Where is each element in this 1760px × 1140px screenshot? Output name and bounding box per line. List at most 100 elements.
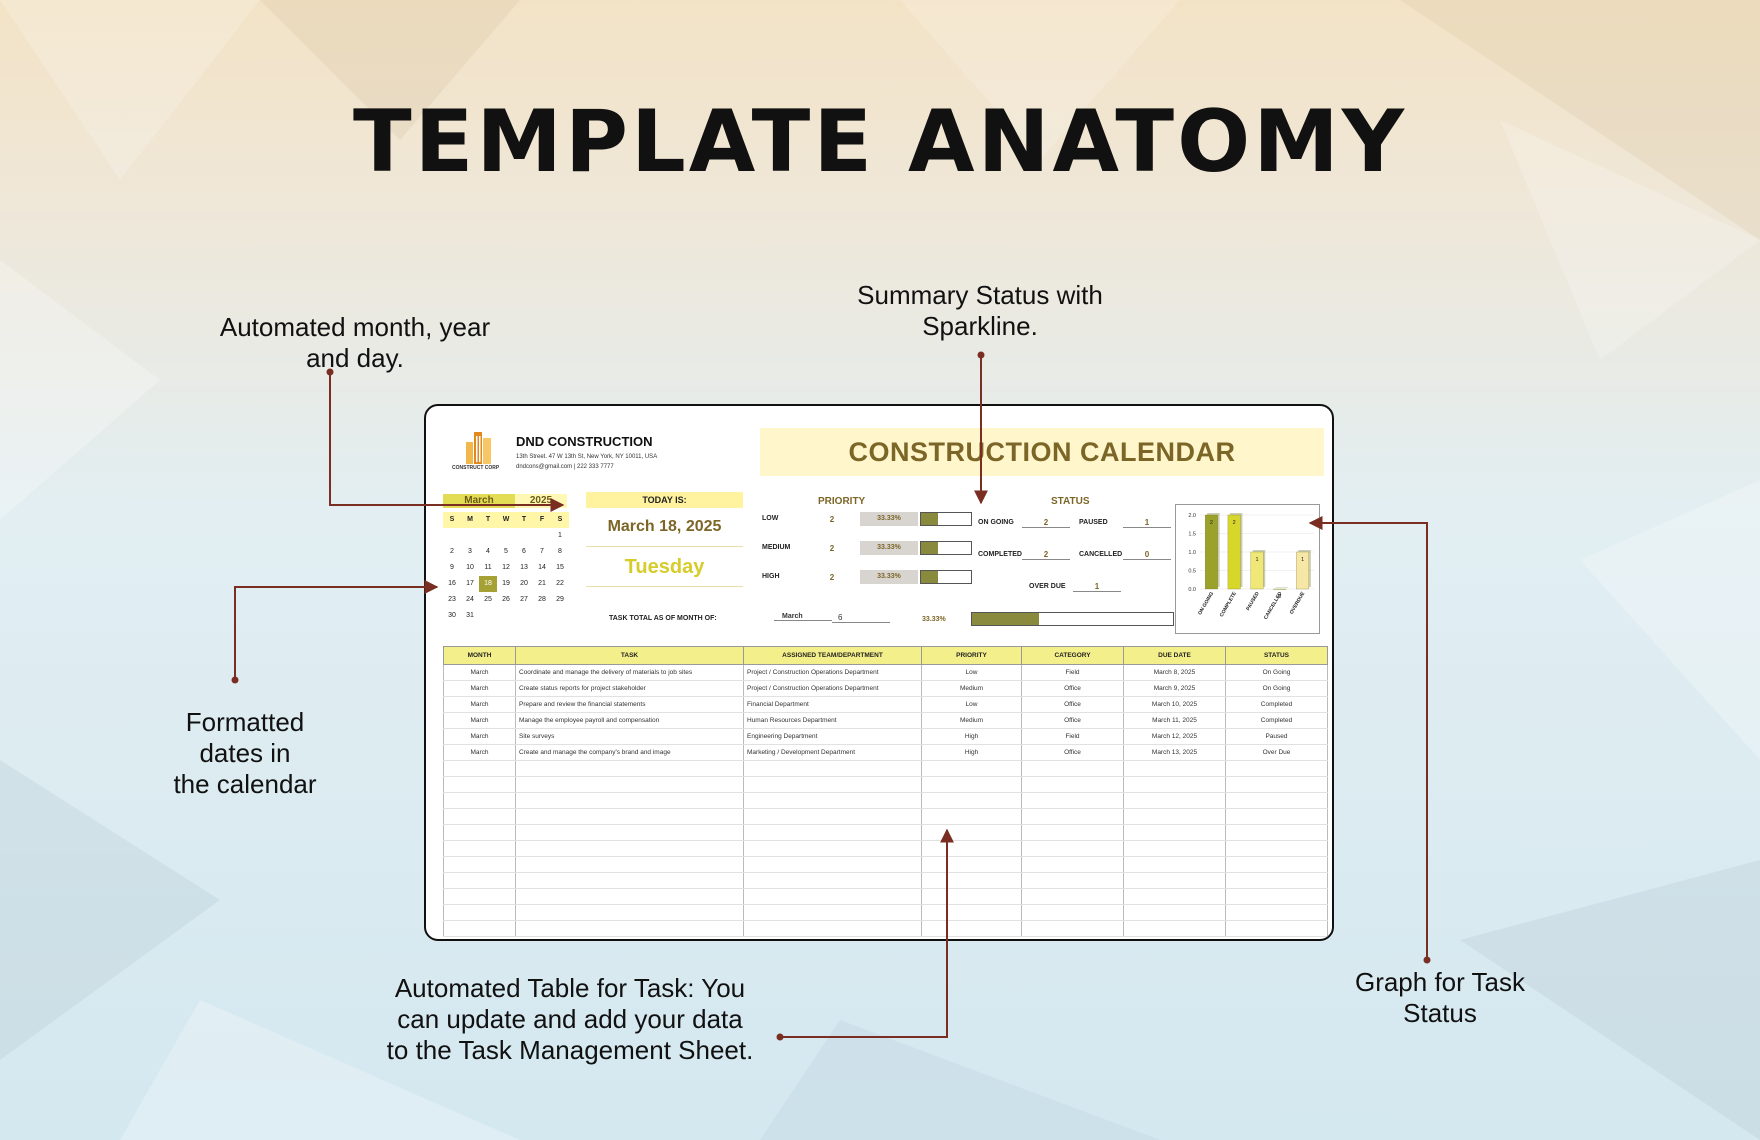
table-cell[interactable] <box>515 808 744 825</box>
table-cell[interactable]: Medium <box>921 712 1022 729</box>
table-cell[interactable] <box>1225 904 1328 921</box>
calendar-day[interactable]: 27 <box>520 596 528 603</box>
table-cell[interactable] <box>921 888 1022 905</box>
calendar-day[interactable]: 24 <box>466 596 474 603</box>
calendar-day[interactable] <box>533 528 551 544</box>
table-cell[interactable] <box>515 904 744 921</box>
table-cell[interactable] <box>921 872 1022 889</box>
table-cell[interactable] <box>921 824 1022 841</box>
table-cell[interactable]: March <box>443 664 516 681</box>
calendar-day[interactable]: 26 <box>502 596 510 603</box>
table-cell[interactable]: Field <box>1021 728 1124 745</box>
table-cell[interactable]: On Going <box>1225 664 1328 681</box>
table-cell[interactable] <box>515 824 744 841</box>
table-cell[interactable] <box>921 776 1022 793</box>
table-cell[interactable] <box>1123 808 1226 825</box>
table-cell[interactable] <box>1123 760 1226 777</box>
table-cell[interactable]: March 12, 2025 <box>1123 728 1226 745</box>
table-row-empty[interactable] <box>443 840 1328 857</box>
calendar-day[interactable]: 17 <box>466 580 474 587</box>
table-cell[interactable] <box>1123 840 1226 857</box>
table-cell[interactable]: Paused <box>1225 728 1328 745</box>
table-cell[interactable]: Human Resources Department <box>743 712 922 729</box>
calendar-day[interactable]: 19 <box>502 580 510 587</box>
table-cell[interactable] <box>743 808 922 825</box>
table-cell[interactable]: Field <box>1021 664 1124 681</box>
column-header[interactable]: MONTH <box>443 646 516 665</box>
table-row-empty[interactable] <box>443 904 1328 921</box>
table-cell[interactable] <box>443 824 516 841</box>
table-cell[interactable] <box>1225 808 1328 825</box>
column-header[interactable]: PRIORITY <box>921 646 1022 665</box>
table-row-empty[interactable] <box>443 792 1328 809</box>
calendar-day[interactable] <box>479 608 497 624</box>
table-cell[interactable]: Create and manage the company's brand an… <box>515 744 744 761</box>
table-cell[interactable]: March 13, 2025 <box>1123 744 1226 761</box>
table-cell[interactable]: Office <box>1021 696 1124 713</box>
table-cell[interactable] <box>743 872 922 889</box>
table-cell[interactable] <box>1021 760 1124 777</box>
calendar-month[interactable]: March <box>443 494 515 508</box>
calendar-day[interactable]: 11 <box>484 564 492 571</box>
table-cell[interactable] <box>443 792 516 809</box>
table-cell[interactable] <box>1021 856 1124 873</box>
calendar-day[interactable]: 7 <box>540 548 544 555</box>
calendar-day[interactable]: 29 <box>556 596 564 603</box>
table-cell[interactable] <box>743 824 922 841</box>
table-cell[interactable] <box>443 856 516 873</box>
table-row-empty[interactable] <box>443 872 1328 889</box>
calendar-year[interactable]: 2025 <box>515 494 567 508</box>
calendar-day[interactable] <box>515 608 533 624</box>
table-cell[interactable]: March <box>443 744 516 761</box>
table-cell[interactable] <box>743 840 922 857</box>
table-cell[interactable] <box>1123 776 1226 793</box>
column-header[interactable]: TASK <box>515 646 744 665</box>
table-cell[interactable] <box>1225 920 1328 937</box>
table-cell[interactable]: Over Due <box>1225 744 1328 761</box>
table-cell[interactable] <box>1123 856 1226 873</box>
table-cell[interactable] <box>743 776 922 793</box>
table-cell[interactable]: Coordinate and manage the delivery of ma… <box>515 664 744 681</box>
table-cell[interactable]: March 11, 2025 <box>1123 712 1226 729</box>
table-cell[interactable] <box>743 904 922 921</box>
column-header[interactable]: ASSIGNED TEAM/DEPARTMENT <box>743 646 922 665</box>
table-cell[interactable]: High <box>921 728 1022 745</box>
calendar-day[interactable]: 30 <box>448 612 456 619</box>
table-cell[interactable]: March <box>443 712 516 729</box>
calendar-day[interactable]: 3 <box>468 548 472 555</box>
table-row-empty[interactable] <box>443 888 1328 905</box>
table-cell[interactable] <box>1021 840 1124 857</box>
table-cell[interactable]: Prepare and review the financial stateme… <box>515 696 744 713</box>
table-cell[interactable] <box>515 888 744 905</box>
calendar-day[interactable]: 10 <box>466 564 474 571</box>
column-header[interactable]: STATUS <box>1225 646 1328 665</box>
table-cell[interactable] <box>1021 824 1124 841</box>
calendar-day[interactable]: 12 <box>502 564 510 571</box>
table-cell[interactable]: Completed <box>1225 696 1328 713</box>
table-cell[interactable] <box>515 792 744 809</box>
table-cell[interactable]: Marketing / Development Department <box>743 744 922 761</box>
table-cell[interactable] <box>1021 872 1124 889</box>
calendar-day[interactable]: 15 <box>556 564 564 571</box>
table-cell[interactable] <box>515 840 744 857</box>
table-row-empty[interactable] <box>443 856 1328 873</box>
table-cell[interactable] <box>1123 904 1226 921</box>
table-cell[interactable] <box>443 776 516 793</box>
table-cell[interactable]: Manage the employee payroll and compensa… <box>515 712 744 729</box>
calendar-day[interactable]: 31 <box>466 612 474 619</box>
table-cell[interactable] <box>1123 888 1226 905</box>
table-cell[interactable]: Medium <box>921 680 1022 697</box>
table-cell[interactable] <box>1225 824 1328 841</box>
table-cell[interactable] <box>921 920 1022 937</box>
table-cell[interactable]: Create status reports for project stakeh… <box>515 680 744 697</box>
table-cell[interactable] <box>1123 872 1226 889</box>
table-cell[interactable]: Financial Department <box>743 696 922 713</box>
calendar-day[interactable]: 6 <box>522 548 526 555</box>
table-row-empty[interactable] <box>443 776 1328 793</box>
table-row-empty[interactable] <box>443 760 1328 777</box>
calendar-day[interactable] <box>551 608 569 624</box>
table-cell[interactable]: March <box>443 680 516 697</box>
